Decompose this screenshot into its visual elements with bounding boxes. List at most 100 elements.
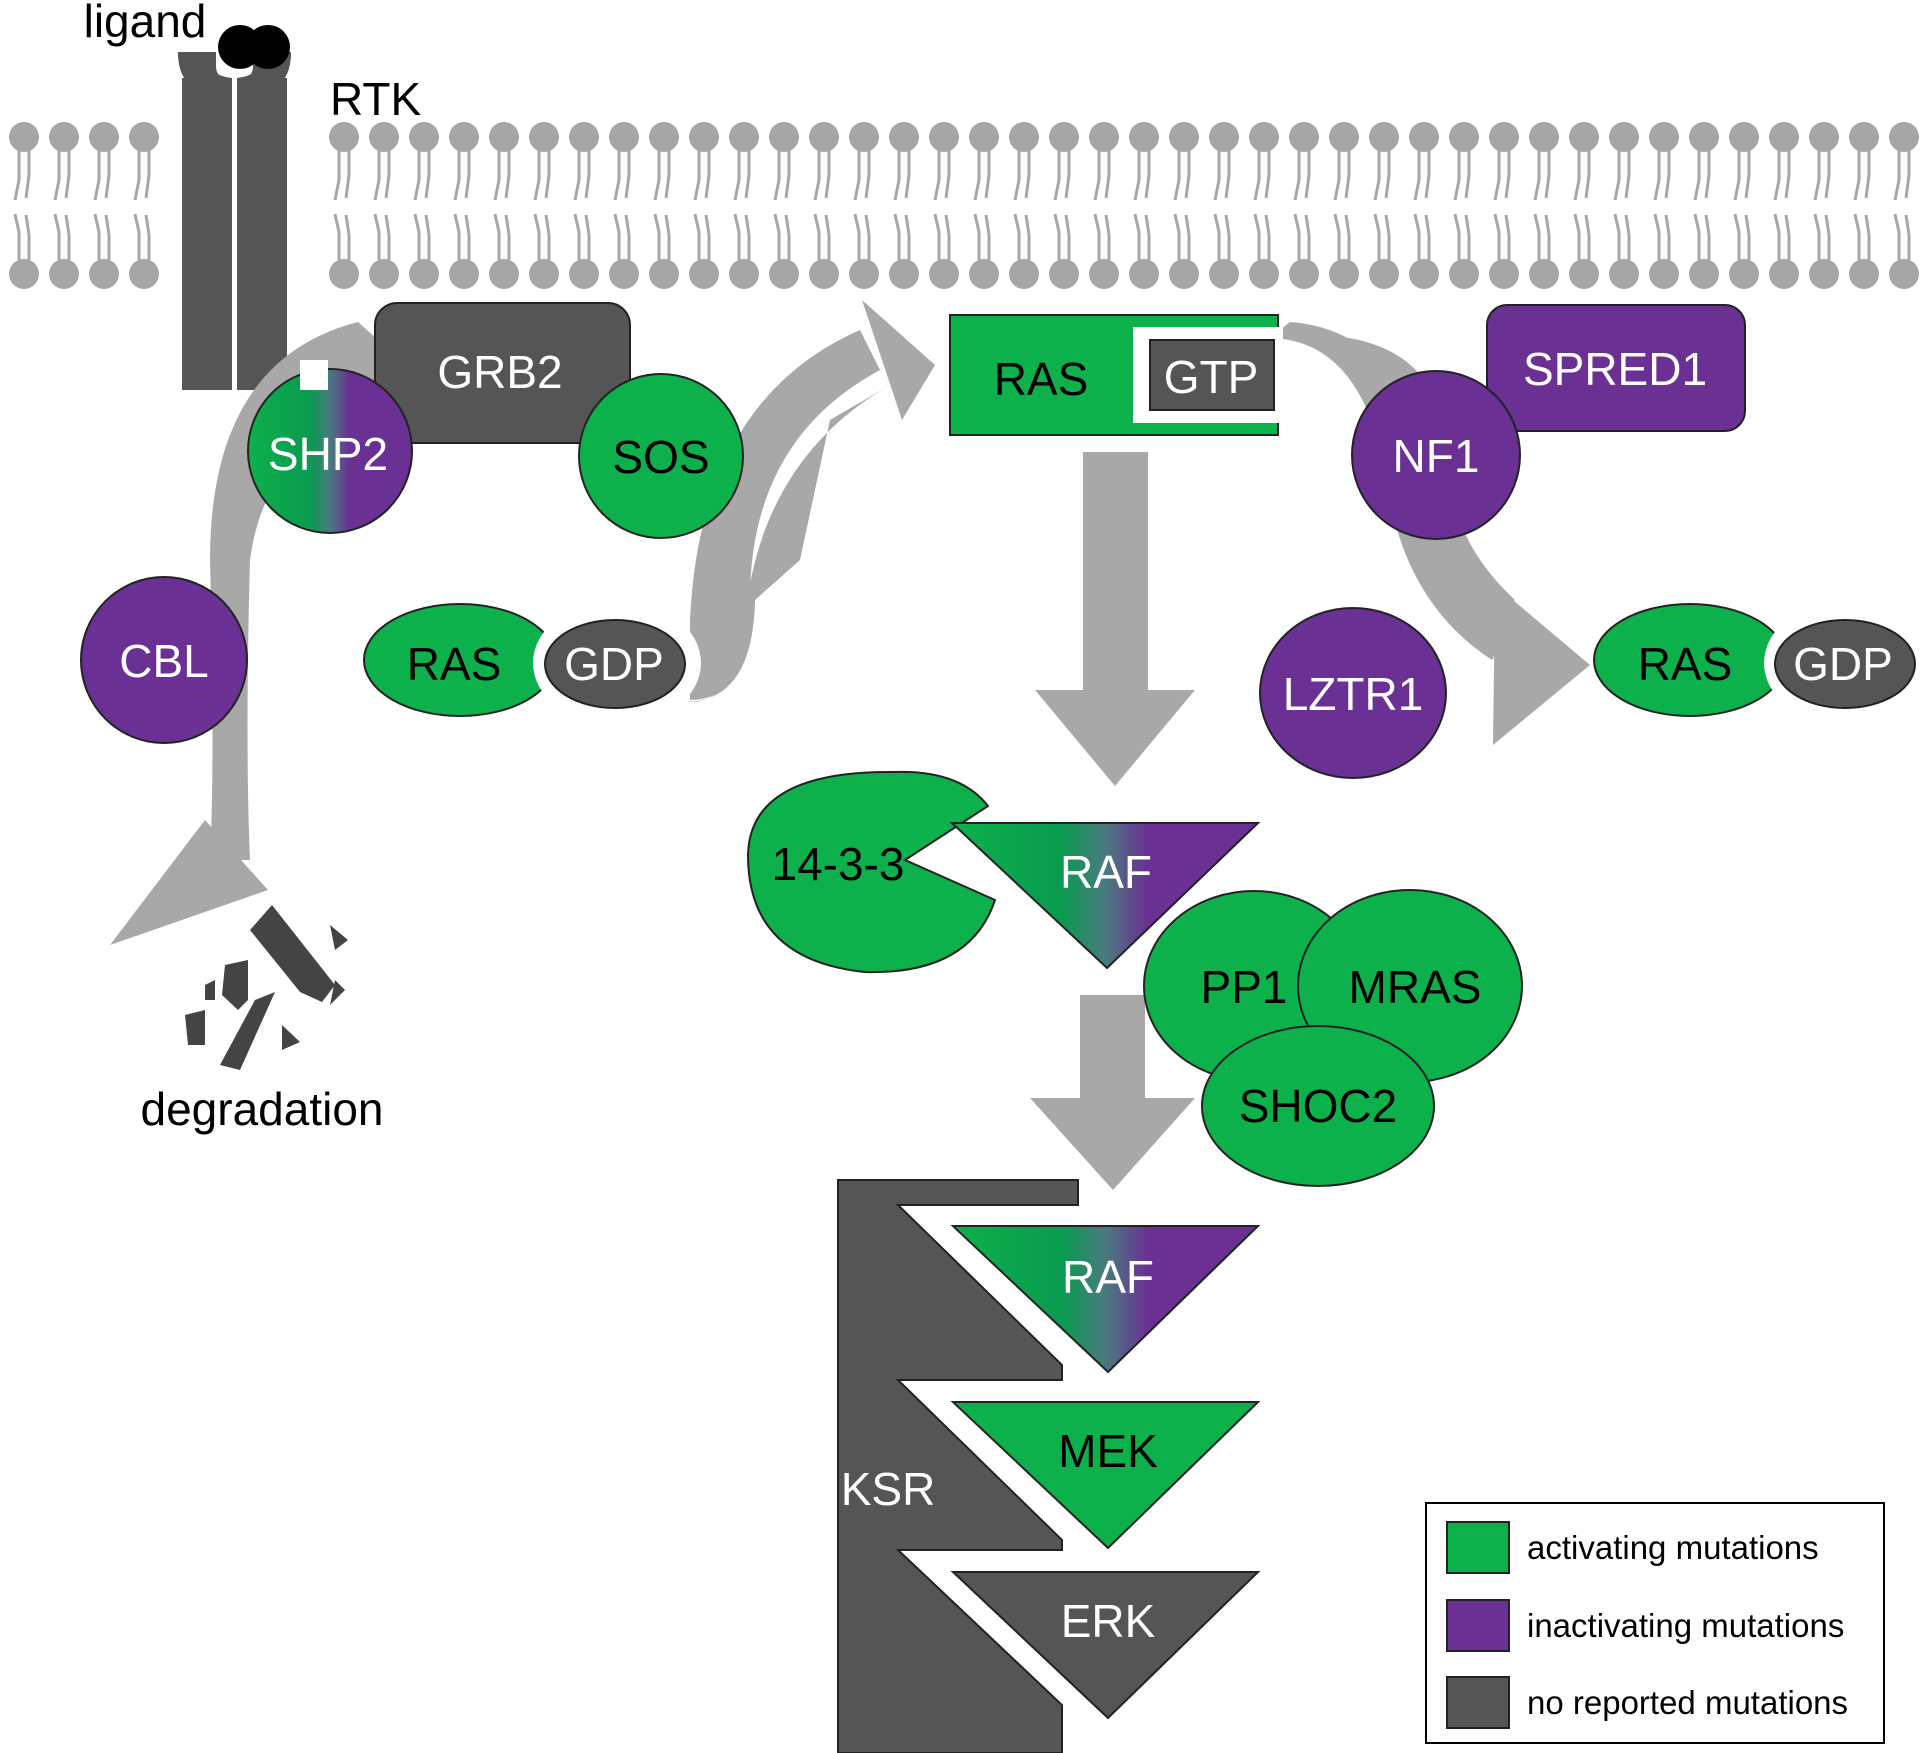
lipid-tail (1733, 150, 1741, 201)
lipid-tail (1893, 150, 1901, 201)
mek-node (950, 1401, 1261, 1550)
lipid-head (89, 122, 119, 152)
lipid-tail (1573, 150, 1581, 201)
lipid-head (889, 259, 919, 289)
lipid-head (1729, 259, 1759, 289)
lipid-head (729, 259, 759, 289)
erk-node (950, 1571, 1261, 1720)
lipid-head (929, 122, 959, 152)
lipid-head (929, 259, 959, 289)
lipid-head (1449, 122, 1479, 152)
lipid-head (729, 122, 759, 152)
lipid-head (1889, 259, 1919, 289)
lipid-tail (53, 213, 61, 260)
lipid-head (369, 259, 399, 289)
lipid-tail (973, 150, 981, 201)
degradation-fragments (185, 905, 348, 1070)
lipid-head (1009, 122, 1039, 152)
lipid-tail (1504, 150, 1511, 199)
lipid-head (1569, 259, 1599, 289)
sos-label: SOS (612, 431, 709, 483)
lipid-tail (664, 150, 671, 199)
lipid-tail (24, 150, 31, 199)
lipid-tail (864, 214, 871, 260)
lipid-tail (344, 150, 351, 199)
lipid-tail (1613, 150, 1621, 201)
mek-label: MEK (1058, 1425, 1158, 1477)
lipid-tail (904, 214, 911, 260)
lipid-head (329, 122, 359, 152)
lipid-tail (1453, 150, 1461, 201)
raf-top-node (949, 822, 1261, 970)
lipid-head (769, 259, 799, 289)
lipid-tail (24, 214, 31, 260)
lipid-head (1089, 259, 1119, 289)
lipid-tail (1224, 214, 1231, 260)
lipid-tail (104, 150, 111, 199)
lipid-head (1369, 122, 1399, 152)
lipid-tail (1024, 150, 1031, 199)
lipid-head (769, 122, 799, 152)
lipid-tail (584, 150, 591, 199)
degradation-arrowhead (110, 820, 268, 945)
ras-gdp-left-gdp-label: GDP (564, 638, 664, 690)
lipid-head (1289, 122, 1319, 152)
legend-swatch-activating (1446, 1521, 1510, 1574)
lipid-head (1409, 122, 1439, 152)
lipid-tail (1293, 150, 1301, 201)
lipid-head (1809, 122, 1839, 152)
lipid-tail (1493, 150, 1501, 201)
lipid-head (1009, 259, 1039, 289)
lipid-tail (573, 150, 581, 201)
lipid-head (689, 122, 719, 152)
protein-14-3-3-label: 14-3-3 (772, 838, 905, 890)
lipid-tail (784, 150, 791, 199)
lipid-head (1169, 122, 1199, 152)
lipid-tail (333, 150, 341, 201)
lipid-tail (1533, 213, 1541, 260)
cbl-label: CBL (119, 635, 208, 687)
lipid-tail (1613, 213, 1621, 260)
raf-bottom-label: RAF (1062, 1251, 1154, 1303)
raf-top-label: RAF (1060, 846, 1152, 898)
lipid-tail (864, 150, 871, 199)
lipid-tail (664, 214, 671, 260)
lipid-tail (104, 214, 111, 260)
lipid-tail (1464, 150, 1471, 199)
lipid-tail (1773, 213, 1781, 260)
lipid-tail (1304, 214, 1311, 260)
lipid-tail (1064, 150, 1071, 199)
raf-bottom-node (950, 1225, 1261, 1374)
ras-gtp-ras-label: RAS (994, 353, 1089, 405)
shp2-label: SHP2 (268, 428, 388, 480)
lipid-head (49, 259, 79, 289)
lipid-tail (813, 150, 821, 201)
lipid-head (1369, 259, 1399, 289)
lipid-tail (1093, 150, 1101, 201)
lipid-tail (1424, 150, 1431, 199)
lipid-tail (893, 150, 901, 201)
lipid-tail (1333, 213, 1341, 260)
lipid-tail (1373, 150, 1381, 201)
shoc2-label: SHOC2 (1239, 1080, 1397, 1132)
lipid-head (1649, 122, 1679, 152)
lipid-head (49, 122, 79, 152)
lipid-tail (533, 150, 541, 201)
lipid-tail (813, 213, 821, 260)
ras-gtp-node (949, 314, 1283, 436)
lipid-head (1169, 259, 1199, 289)
lipid-tail (1693, 213, 1701, 260)
legend-label-no-mutation: no reported mutations (1527, 1684, 1848, 1721)
lipid-head (849, 122, 879, 152)
lipid-tail (1184, 150, 1191, 199)
lipid-tail (1144, 214, 1151, 260)
lipid-tail (1144, 150, 1151, 199)
raf-to-ksr-arrow (1030, 995, 1195, 1190)
lipid-head (1489, 122, 1519, 152)
lipid-tail (733, 213, 741, 260)
lipid-head (689, 259, 719, 289)
lipid-tail (1333, 150, 1341, 201)
lipid-tail (733, 150, 741, 201)
lipid-tail (533, 213, 541, 260)
lipid-tail (144, 150, 151, 199)
